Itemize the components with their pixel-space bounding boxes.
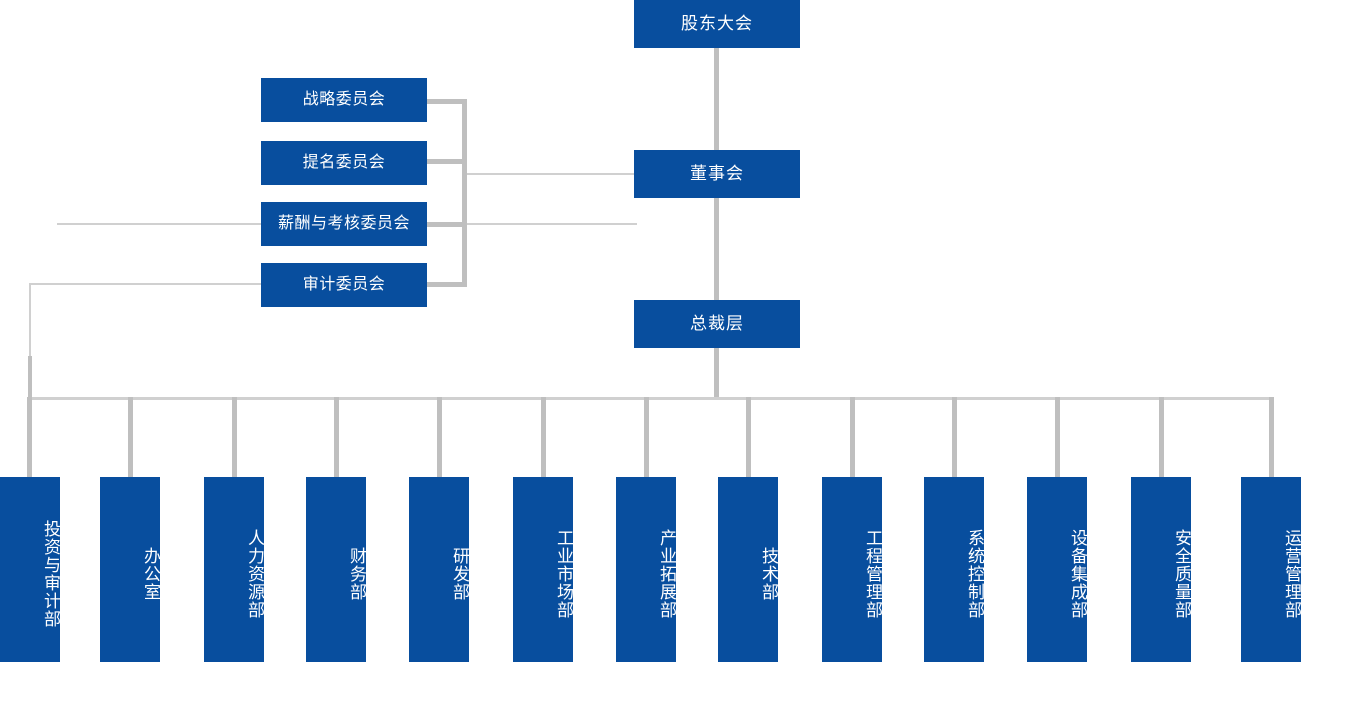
node-label: 股东大会 — [681, 13, 753, 33]
connector-drop-dept-2 — [128, 397, 133, 479]
node-label: 产业拓展部 — [657, 528, 676, 619]
node-label: 财务部 — [347, 546, 366, 601]
connector-drop-dept-6 — [541, 397, 546, 479]
node-label: 安全质量部 — [1172, 528, 1191, 619]
node-shareholders-meeting[interactable]: 股东大会 — [634, 0, 800, 48]
node-label: 研发部 — [450, 546, 469, 601]
node-committee-strategy[interactable]: 战略委员会 — [261, 78, 427, 122]
connector-audit-horizontal — [29, 283, 261, 285]
connector-audit-vertical — [29, 283, 31, 356]
connector-audit-vertical-lower — [28, 356, 32, 400]
node-label: 提名委员会 — [302, 153, 386, 171]
node-department-industrial-market[interactable]: 工业市场部 — [513, 477, 573, 662]
node-committee-audit[interactable]: 审计委员会 — [261, 263, 427, 307]
connector-drop-dept-12 — [1159, 397, 1164, 479]
connector-drop-dept-8 — [746, 397, 751, 479]
node-department-industry-expansion[interactable]: 产业拓展部 — [616, 477, 676, 662]
connector-drop-dept-10 — [952, 397, 957, 479]
node-label: 运营管理部 — [1282, 528, 1301, 619]
connector-president-to-dept-bus — [714, 348, 719, 400]
node-department-system-control[interactable]: 系统控制部 — [924, 477, 984, 662]
connector-committee-stub-audit — [427, 282, 467, 287]
node-department-technology[interactable]: 技术部 — [718, 477, 778, 662]
connector-drop-dept-1 — [27, 397, 32, 479]
connector-committees-to-board — [467, 173, 637, 175]
connector-committee-stub-strategy — [427, 99, 467, 104]
node-department-research-development[interactable]: 研发部 — [409, 477, 469, 662]
connector-drop-dept-3 — [232, 397, 237, 479]
connector-compensation-horizontal-left — [57, 223, 262, 225]
node-department-investment-audit[interactable]: 投资与审计部 — [0, 477, 60, 662]
node-label: 工业市场部 — [554, 528, 573, 619]
connector-department-bus — [29, 397, 1274, 400]
node-department-finance[interactable]: 财务部 — [306, 477, 366, 662]
connector-compensation-horizontal-right — [467, 223, 637, 225]
node-committee-compensation[interactable]: 薪酬与考核委员会 — [261, 202, 427, 246]
node-label: 办公室 — [141, 546, 160, 601]
connector-committee-stub-nomination — [427, 159, 467, 164]
connector-committee-bus-vertical — [462, 99, 467, 286]
connector-drop-dept-7 — [644, 397, 649, 479]
connector-shareholders-to-board — [714, 48, 719, 150]
node-label: 系统控制部 — [965, 528, 984, 619]
node-label: 战略委员会 — [302, 90, 386, 108]
node-department-human-resources[interactable]: 人力资源部 — [204, 477, 264, 662]
node-president-level[interactable]: 总裁层 — [634, 300, 800, 348]
node-label: 董事会 — [690, 163, 744, 183]
node-label: 薪酬与考核委员会 — [277, 214, 410, 232]
node-committee-nomination[interactable]: 提名委员会 — [261, 141, 427, 185]
node-department-operations-management[interactable]: 运营管理部 — [1241, 477, 1301, 662]
connector-drop-dept-4 — [334, 397, 339, 479]
node-label: 工程管理部 — [863, 528, 882, 619]
node-department-engineering-management[interactable]: 工程管理部 — [822, 477, 882, 662]
node-label: 审计委员会 — [302, 275, 386, 293]
connector-drop-dept-9 — [850, 397, 855, 479]
connector-board-to-president — [714, 198, 719, 300]
node-department-office[interactable]: 办公室 — [100, 477, 160, 662]
connector-committee-stub-compensation — [427, 222, 467, 227]
connector-drop-dept-13 — [1269, 397, 1274, 479]
node-board-of-directors[interactable]: 董事会 — [634, 150, 800, 198]
connector-drop-dept-5 — [437, 397, 442, 479]
node-label: 设备集成部 — [1068, 528, 1087, 619]
node-label: 人力资源部 — [245, 528, 264, 619]
node-label: 总裁层 — [690, 313, 744, 333]
node-label: 技术部 — [759, 546, 778, 601]
node-department-equipment-integration[interactable]: 设备集成部 — [1027, 477, 1087, 662]
connector-drop-dept-11 — [1055, 397, 1060, 479]
node-department-safety-quality[interactable]: 安全质量部 — [1131, 477, 1191, 662]
node-label: 投资与审计部 — [41, 519, 60, 628]
